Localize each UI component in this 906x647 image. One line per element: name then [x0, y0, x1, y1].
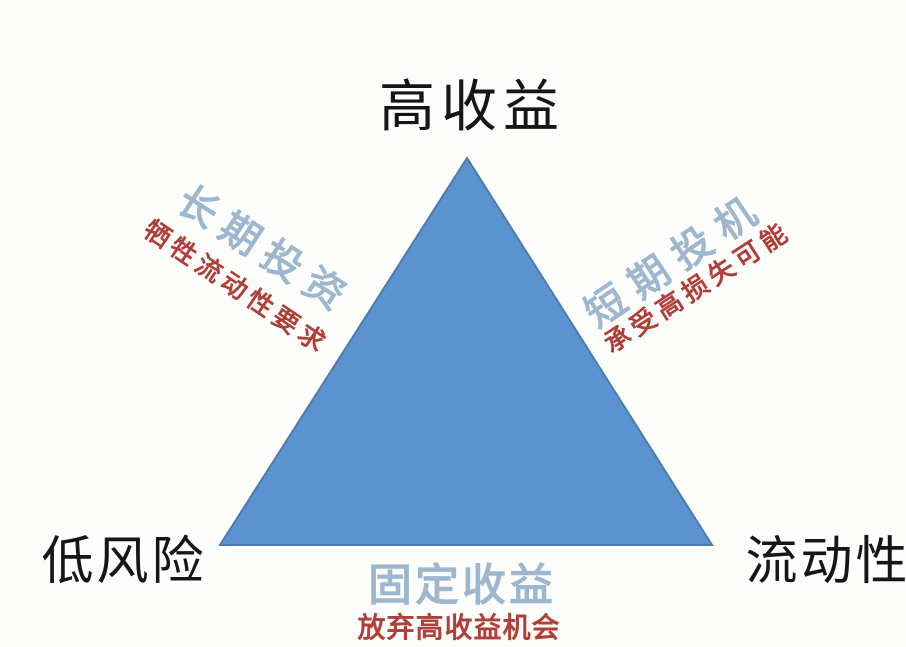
corner-label-liquidity: 流动性	[745, 532, 906, 592]
edge-bottom-tradeoff-label: 放弃高收益机会	[357, 611, 561, 644]
triangle-shape	[218, 156, 714, 546]
corner-label-high-yield: 高收益	[379, 75, 565, 140]
corner-label-low-risk: 低风险	[41, 532, 207, 592]
edge-bottom-strategy-label: 固定收益	[368, 560, 556, 611]
